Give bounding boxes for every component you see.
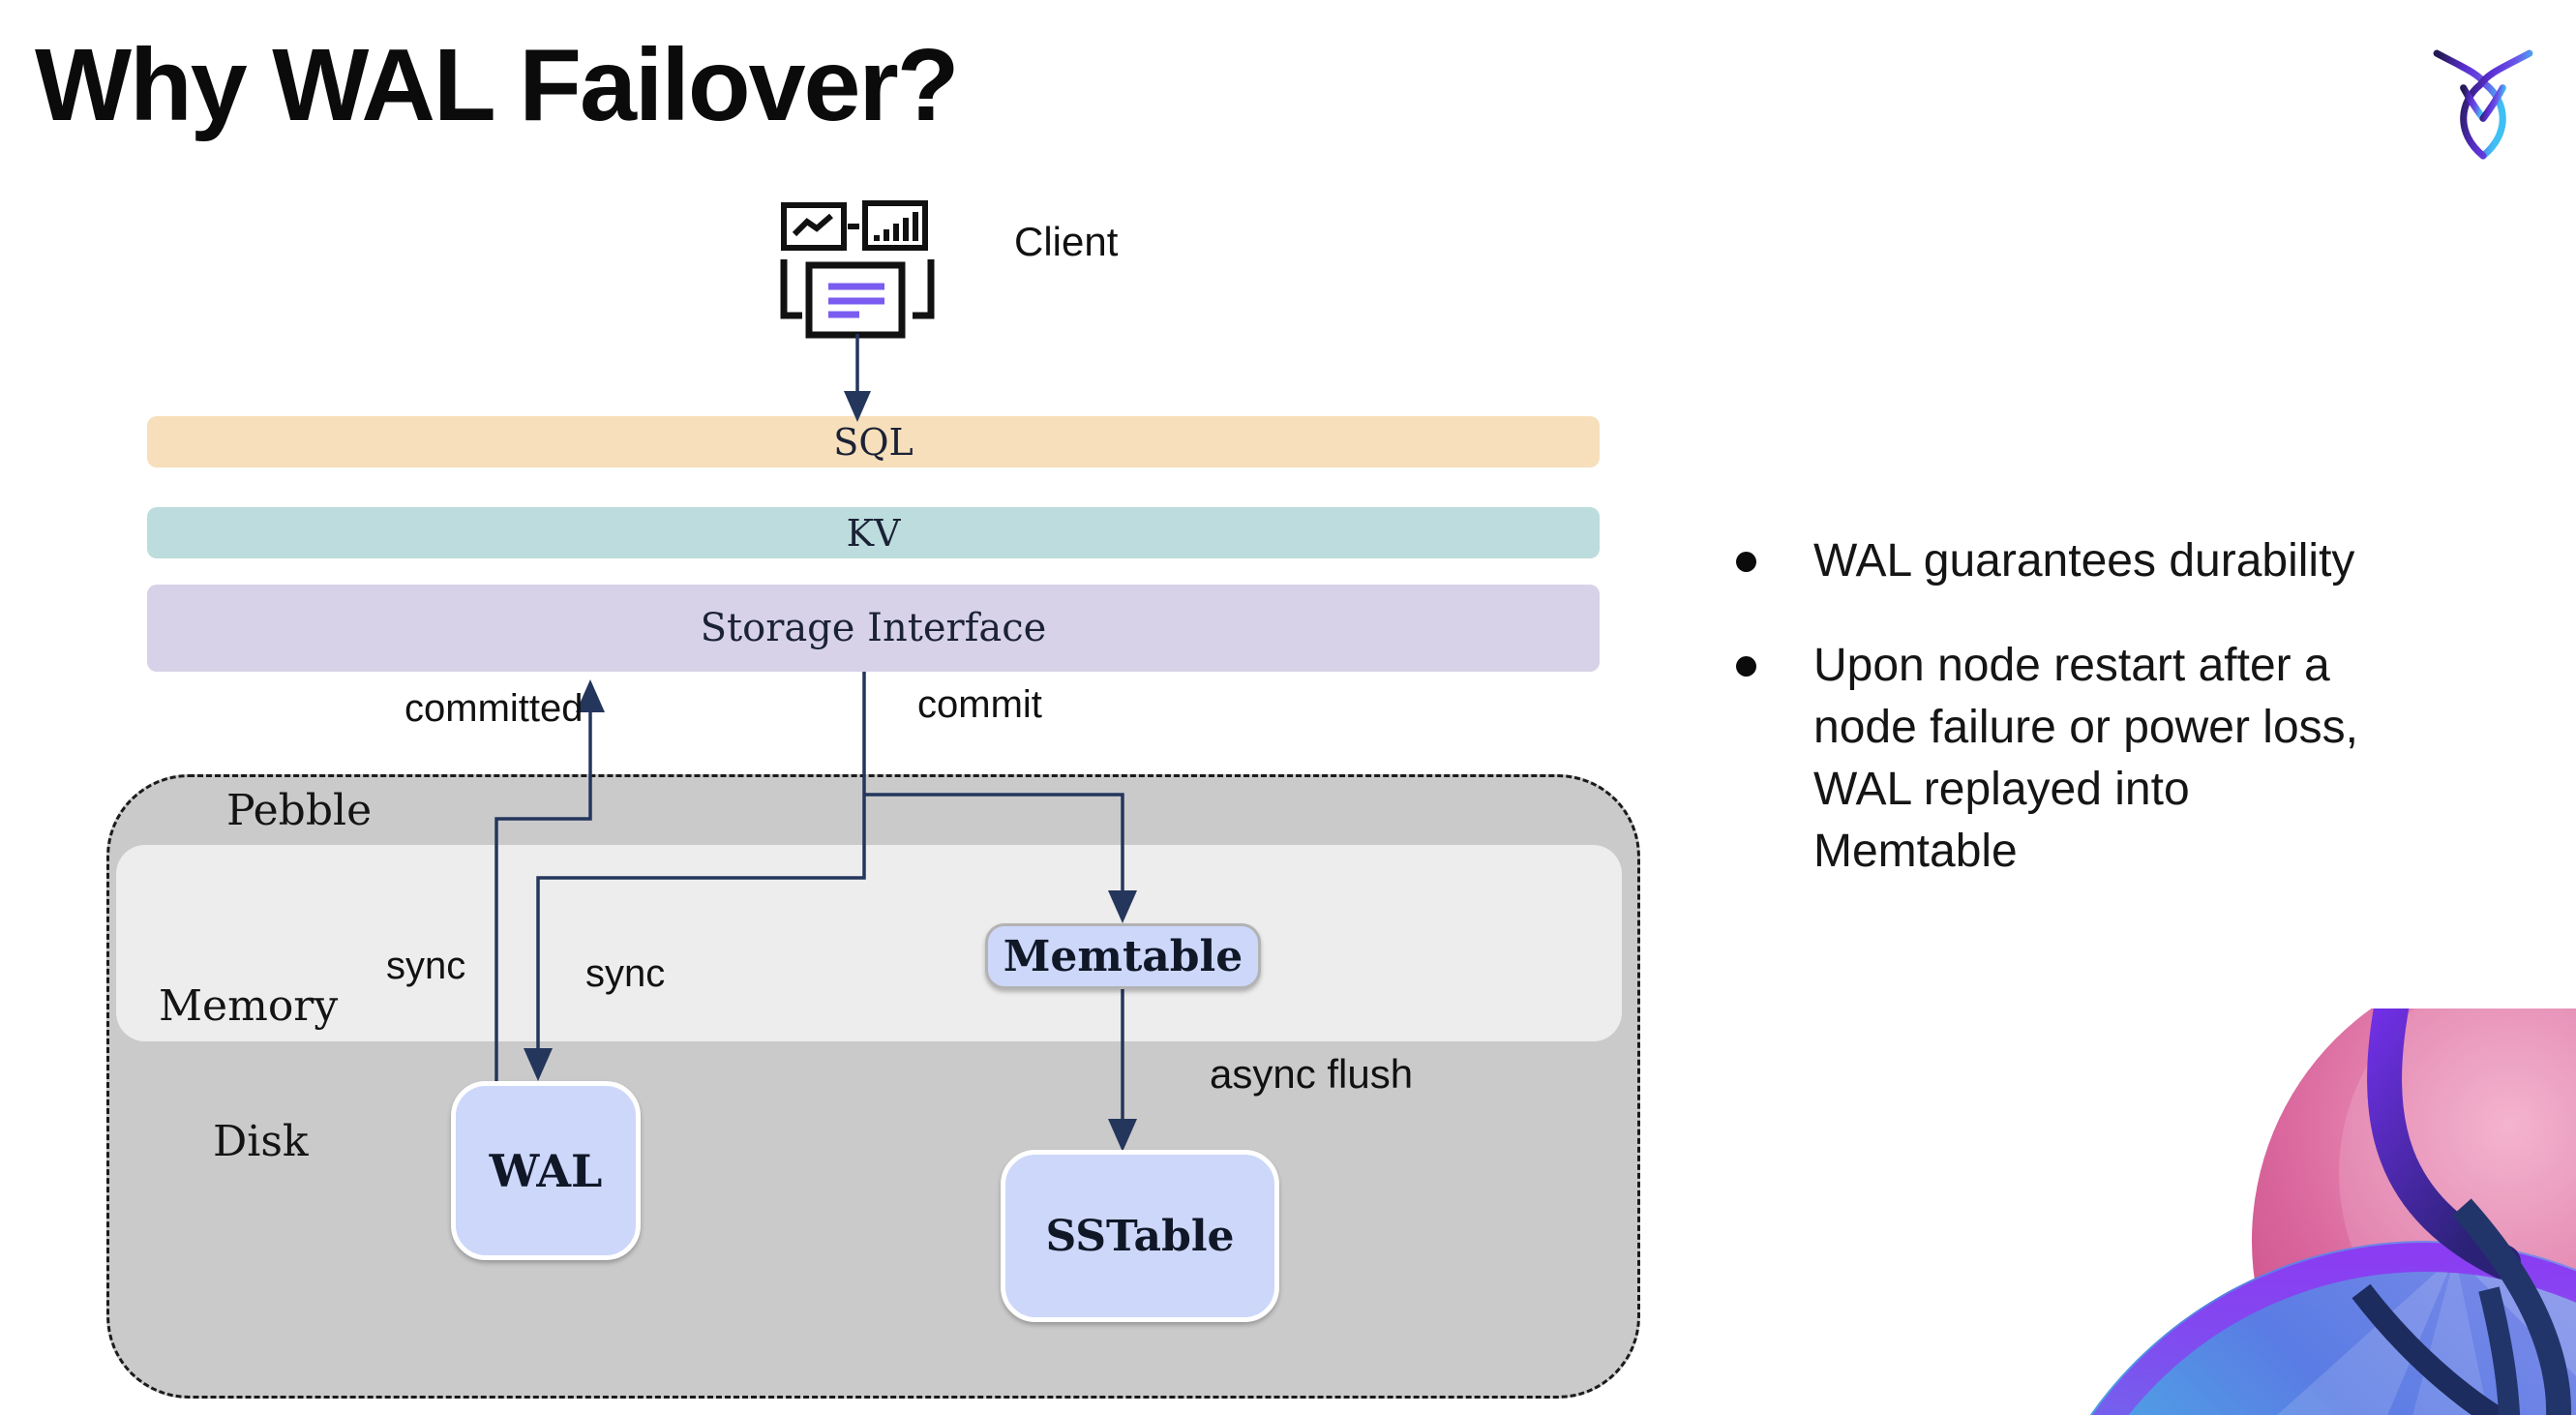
disk-label: Disk <box>213 1117 309 1166</box>
document-icon <box>805 261 906 339</box>
node-sstable: SSTable <box>1001 1150 1279 1322</box>
node-memtable: Memtable <box>985 923 1261 989</box>
bullet-item: WAL guarantees durability <box>1730 530 2406 592</box>
bullet-item: Upon node restart after a node failure o… <box>1730 635 2406 883</box>
layer-sql: SQL <box>147 416 1600 467</box>
page-title: Why WAL Failover? <box>35 28 959 142</box>
cockroachdb-gradient-mark-decoration <box>2089 1009 2576 1415</box>
edge-label-async-flush: async flush <box>1210 1051 1414 1097</box>
bullet-list: WAL guarantees durability Upon node rest… <box>1730 530 2576 925</box>
edge-label-sync-left: sync <box>386 945 466 987</box>
layer-storage-interface: Storage Interface <box>147 585 1600 672</box>
line-chart-icon <box>781 202 847 251</box>
bracket-left <box>780 259 802 319</box>
edge-label-commit: commit <box>917 683 1042 726</box>
layer-kv: KV <box>147 507 1600 558</box>
bar-chart-icon <box>862 200 928 251</box>
bracket-right <box>913 259 935 319</box>
edge-label-sync-right: sync <box>585 952 666 995</box>
client-label: Client <box>1014 219 1119 264</box>
memory-label: Memory <box>159 981 339 1031</box>
pebble-label: Pebble <box>226 786 373 835</box>
node-wal: WAL <box>451 1081 641 1260</box>
memory-band <box>116 845 1622 1041</box>
edge-label-committed: committed <box>404 687 584 730</box>
cockroachdb-logo-icon <box>2433 49 2533 160</box>
client-dashboard-icon <box>780 200 935 339</box>
